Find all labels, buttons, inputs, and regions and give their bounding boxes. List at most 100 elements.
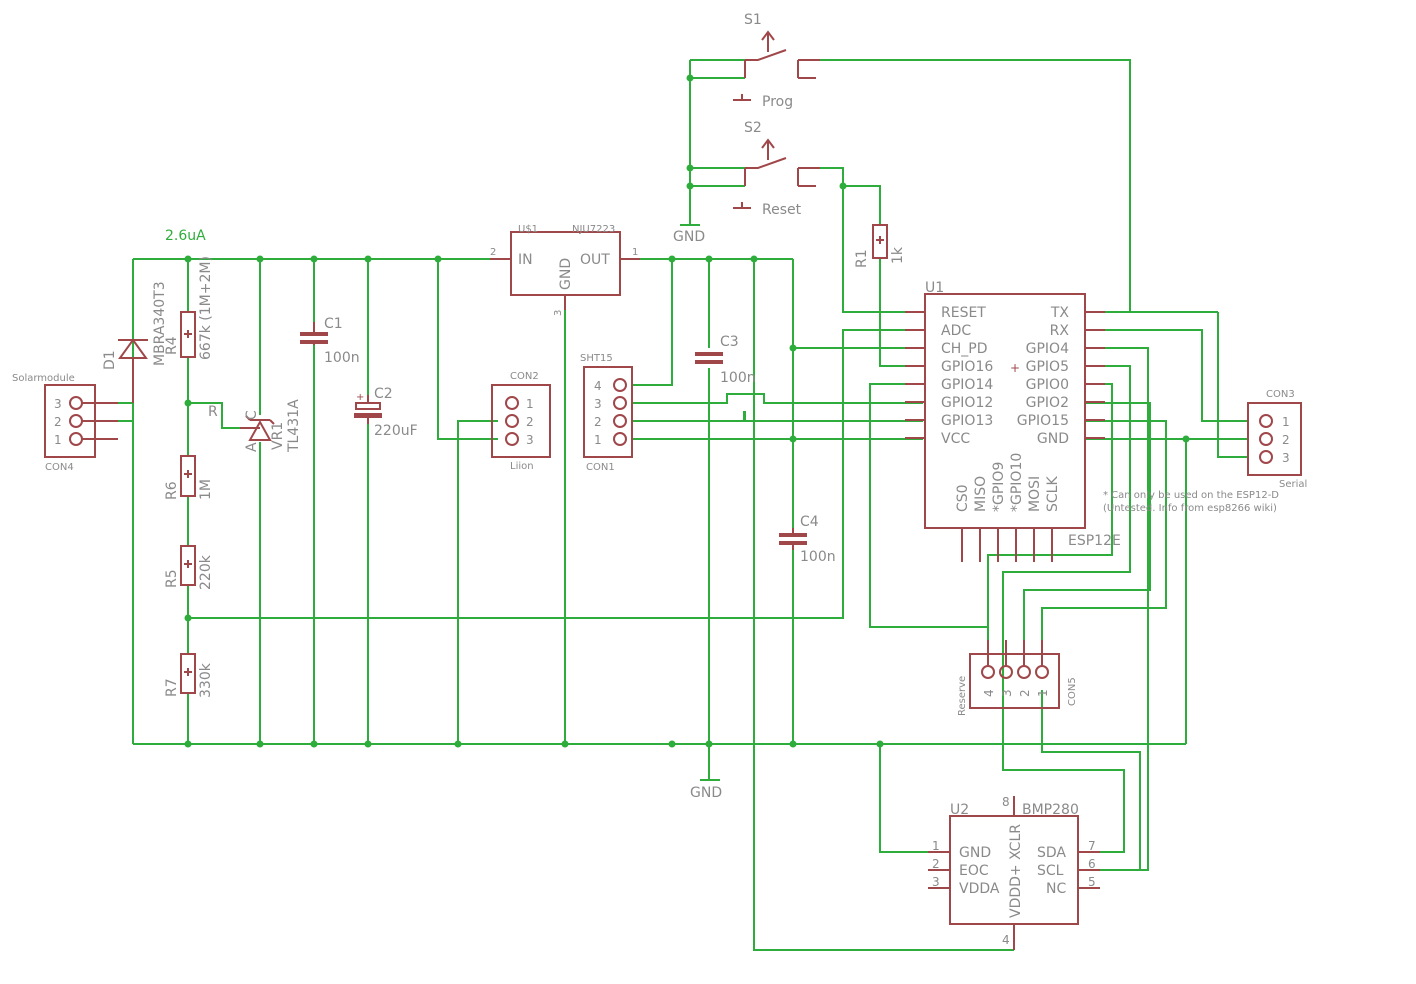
u2-num: 6 <box>1088 857 1096 871</box>
s2-label: Reset <box>762 202 802 218</box>
con4-pin: 2 <box>54 415 62 429</box>
u1-pin-label: GPIO5 <box>1026 359 1069 375</box>
u2-num: 7 <box>1088 839 1096 853</box>
u2-num: 3 <box>932 875 940 889</box>
u1-ref: U1 <box>925 280 944 296</box>
vr1-ref: VR1 <box>270 422 286 450</box>
junction <box>750 255 758 263</box>
resistor-r5: R5 220k <box>164 545 214 590</box>
us1-pin-gnd: 3 <box>553 310 564 316</box>
wires <box>118 59 1248 951</box>
junction <box>705 255 713 263</box>
con5-pin: 2 <box>1018 689 1032 697</box>
u2-pin-scl: SCL <box>1037 863 1064 879</box>
u2-num: 1 <box>932 839 940 853</box>
con1-title: SHT15 <box>580 353 613 364</box>
c4-ref: C4 <box>800 514 819 530</box>
u1-pin-label: ADC <box>941 323 971 339</box>
u1-pin-label: CS0 <box>955 484 971 512</box>
r7-ref: R7 <box>164 678 180 697</box>
junction <box>184 740 192 748</box>
con5-pin: 3 <box>1000 689 1014 697</box>
capacitor-c4: C4 100n <box>779 514 836 565</box>
junction <box>789 344 797 352</box>
resistor-r1: R1 1k <box>854 224 906 268</box>
u1-pin-label: GPIO15 <box>1017 413 1069 429</box>
current-label: 2.6uA <box>165 228 206 244</box>
gnd-bottom-label: GND <box>690 785 722 801</box>
con1-pin: 4 <box>594 379 602 393</box>
u1-pin-label: GPIO12 <box>941 395 993 411</box>
u2-pin-vdda: VDDA <box>959 881 1000 897</box>
c2-polarity: + <box>356 392 364 403</box>
con4-title: Solarmodule <box>12 373 75 384</box>
u2-ref: U2 <box>950 802 969 818</box>
junction <box>668 740 676 748</box>
junction <box>310 255 318 263</box>
vr1-pin-r: R <box>208 404 218 420</box>
vr1-value: TL431A <box>286 399 302 453</box>
us1-gnd: GND <box>558 258 574 290</box>
c3-value: 100n <box>720 370 756 386</box>
u1-pin-label: GND <box>1037 431 1069 447</box>
s1-label: Prog <box>762 94 793 110</box>
con1-pin: 1 <box>594 433 602 447</box>
r4-ref: R4 <box>164 336 180 355</box>
u1-pin-label: *GPIO9 <box>991 462 1007 512</box>
diode-d1: D1 MBRA340T3 <box>102 281 168 403</box>
junction <box>184 399 192 407</box>
switch-s1: S1 Prog <box>733 12 820 110</box>
u2-value: BMP280 <box>1022 802 1079 818</box>
con1-pin: 2 <box>594 415 602 429</box>
u1-pin-label: SCLK <box>1045 476 1061 512</box>
us1-pin-in: 2 <box>490 247 496 258</box>
gnd-symbol-top: GND <box>673 224 705 245</box>
u2-pin-gnd: GND <box>959 845 991 861</box>
junction <box>184 614 192 622</box>
u1-pin-label: GPIO0 <box>1026 377 1069 393</box>
c1-value: 100n <box>324 350 360 366</box>
con1-pin: 3 <box>594 397 602 411</box>
junction <box>686 182 694 190</box>
s2-ref: S2 <box>744 120 762 136</box>
con4-connector: 3 2 1 Solarmodule CON4 <box>12 373 118 473</box>
u1-pin-label: RX <box>1050 323 1070 339</box>
u1-pin-label: GPIO13 <box>941 413 993 429</box>
junction <box>256 740 264 748</box>
esp12e-module: RESETADCCH_PDGPIO16GPIO14GPIO12GPIO13VCC… <box>905 280 1121 562</box>
junction <box>454 740 462 748</box>
d1-ref: D1 <box>102 350 118 370</box>
u1-pin-label: TX <box>1050 305 1070 321</box>
vr1-pin-a: A <box>244 442 260 452</box>
junction <box>184 255 192 263</box>
con4-ref: CON4 <box>45 462 74 473</box>
us1-ref: U$1 <box>518 224 538 235</box>
con5-title: CON5 <box>1067 677 1078 706</box>
u2-pin-sda: SDA <box>1037 845 1066 861</box>
u2-num: 5 <box>1088 875 1096 889</box>
u1-pin-label: VCC <box>941 431 970 447</box>
junction <box>839 182 847 190</box>
capacitor-c2: + C2 220uF <box>354 386 418 439</box>
junction <box>789 435 797 443</box>
r1-value: 1k <box>890 246 906 264</box>
junction <box>561 740 569 748</box>
con2-label: Liion <box>510 461 534 472</box>
con1-sht15-connector: 4 3 2 1 SHT15 CON1 <box>580 353 633 473</box>
c2-value: 220uF <box>374 423 418 439</box>
resistor-r6: R6 1M <box>164 455 214 500</box>
c1-ref: C1 <box>324 316 343 332</box>
u1-pin-label: CH_PD <box>941 341 988 357</box>
gnd-top-label: GND <box>673 229 705 245</box>
u1-pin-label: GPIO16 <box>941 359 993 375</box>
switch-s2: S2 Reset <box>733 120 820 218</box>
junction <box>789 740 797 748</box>
con5-reserve-connector: 4 3 2 1 Reserve CON5 <box>957 640 1078 716</box>
con3-pin: 3 <box>1282 451 1290 465</box>
s1-ref: S1 <box>744 12 762 28</box>
resistor-r7: R7 330k <box>164 653 214 698</box>
con2-pin: 3 <box>526 433 534 447</box>
con2-pin: 1 <box>526 397 534 411</box>
u1-pin-label: *GPIO10 <box>1009 453 1025 512</box>
junction <box>686 164 694 172</box>
